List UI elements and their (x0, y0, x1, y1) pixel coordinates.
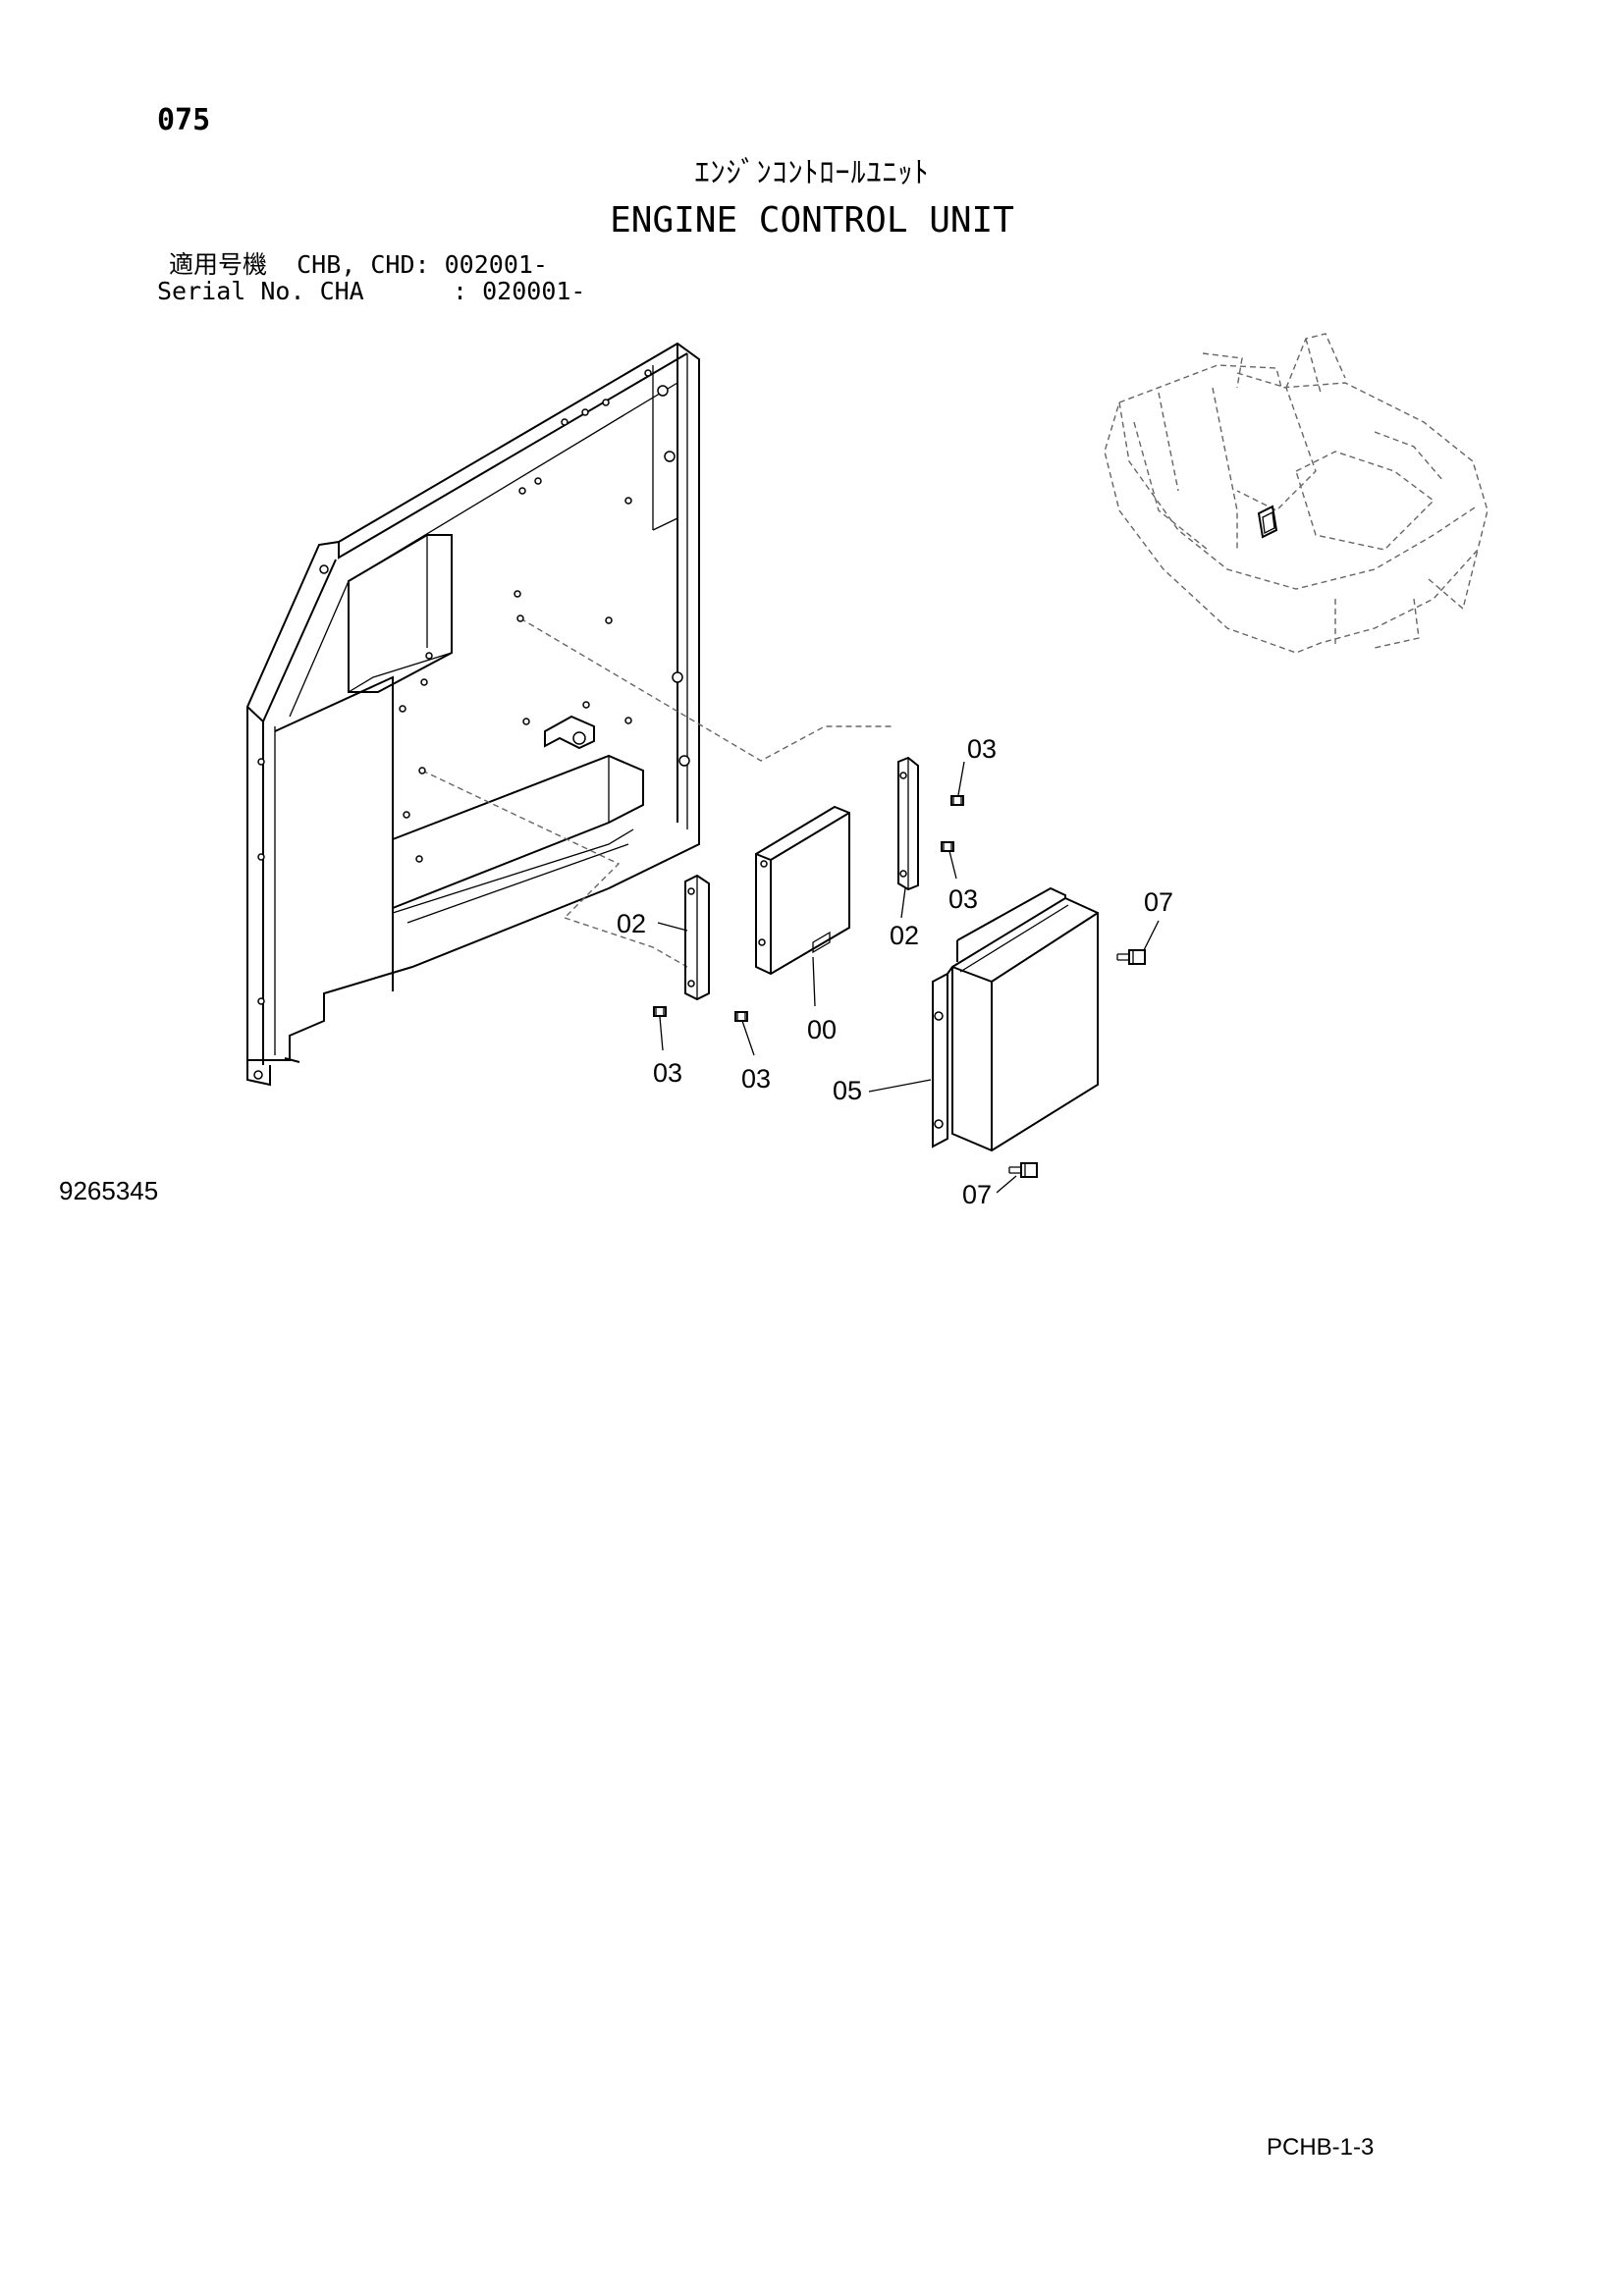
callout-02-left: 02 (617, 909, 646, 938)
part-00-ecu (755, 805, 850, 976)
part-07-bolts (1008, 949, 1146, 1178)
serial-line-1: 適用号機 CHB, CHD: 002001- (169, 250, 548, 279)
drawing-number: 9265345 (59, 1176, 159, 1205)
callout-03-bottom-right: 03 (741, 1064, 771, 1094)
machine-locator-inset (1104, 333, 1489, 654)
callout-07-top: 07 (1144, 887, 1173, 917)
title-english: ENGINE CONTROL UNIT (610, 200, 1014, 240)
callout-03-bottom-left: 03 (653, 1058, 682, 1088)
part-02-bracket-left (684, 874, 710, 1001)
title-japanese: ｴﾝｼﾞﾝｺﾝﾄﾛｰﾙﾕﾆｯﾄ (694, 156, 930, 190)
callout-05: 05 (833, 1076, 862, 1105)
callout-03-right: 03 (948, 884, 978, 914)
callout-07-bottom: 07 (962, 1180, 992, 1209)
callout-02-right: 02 (890, 921, 919, 950)
page-number: 075 (157, 103, 211, 137)
leader-lines (657, 761, 1160, 1194)
serial-line-2: Serial No. CHA : 020001- (157, 277, 586, 305)
part-03-screws (653, 795, 964, 1022)
mounting-panel (246, 342, 892, 1087)
page-code: PCHB-1-3 (1267, 2134, 1375, 2161)
part-02-bracket-right (897, 756, 919, 891)
callout-03-top: 03 (967, 734, 997, 764)
callout-00: 00 (807, 1015, 837, 1044)
part-05-cover (932, 886, 1099, 1152)
